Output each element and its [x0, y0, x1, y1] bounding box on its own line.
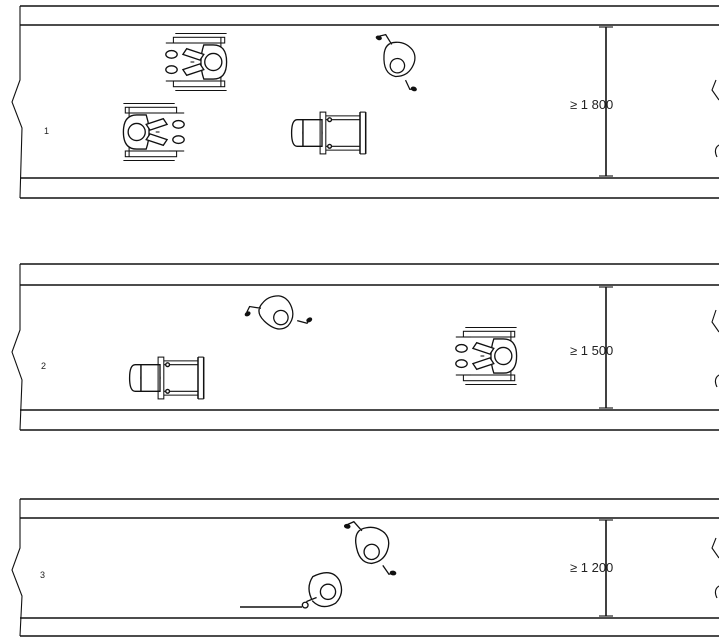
pedestrian-3: [336, 519, 405, 577]
break-line-right: [711, 537, 719, 559]
panel-number-3: 3: [40, 570, 45, 580]
wheelchair-user-1a: [165, 32, 228, 92]
wheelchair-user-2: [455, 326, 518, 386]
panel-number-2: 2: [41, 361, 46, 371]
dimension-label-2: ≥ 1 500: [570, 343, 613, 358]
panel-number-1: 1: [44, 126, 49, 136]
break-line-right: [711, 309, 719, 333]
walker-frame-user-1: [290, 111, 367, 155]
walker-frame-user-2: [128, 356, 205, 400]
panel-1: 1 ≥ 1 800: [11, 5, 719, 199]
break-line-right: [711, 79, 719, 101]
cane-user-3: [301, 571, 343, 609]
break-line-left: [11, 6, 23, 199]
panel-2: 2 ≥ 1 500: [11, 263, 719, 431]
dimension-label-1: ≥ 1 800: [570, 97, 613, 112]
panel-3: 3 ≥ 1 200: [11, 498, 719, 637]
wheelchair-user-1b: [122, 102, 185, 162]
break-line-left: [11, 264, 23, 431]
dimension-label-3: ≥ 1 200: [570, 560, 613, 575]
pedestrian-1: [362, 31, 432, 93]
pedestrian-2: [241, 282, 314, 349]
break-line-left: [11, 499, 23, 637]
